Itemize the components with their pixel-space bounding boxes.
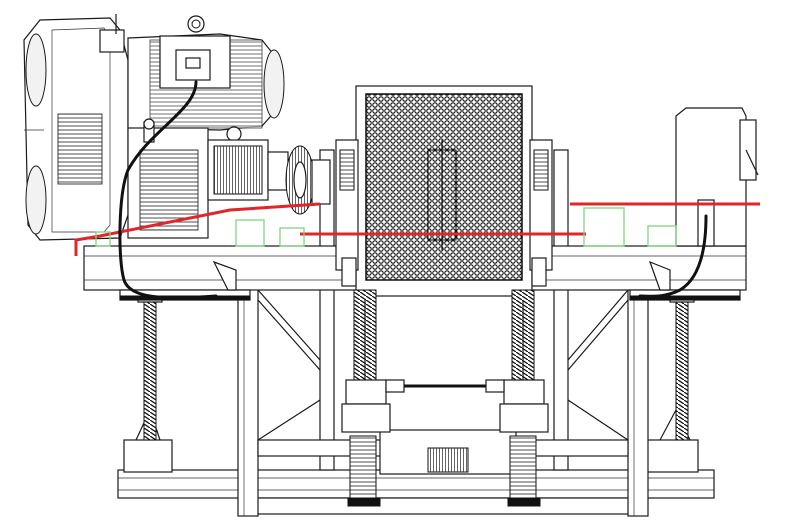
mounting-brackets — [212, 260, 671, 291]
connecting-shaft — [385, 379, 505, 393]
right-housing — [675, 107, 759, 247]
support-columns — [237, 149, 649, 517]
diagonal-bracing — [257, 289, 629, 475]
bearing-blocks — [335, 139, 553, 287]
right-actuator — [499, 289, 549, 507]
screen-panel — [355, 85, 533, 297]
gearbox — [23, 14, 129, 241]
left-actuator — [341, 289, 391, 507]
green-guides — [95, 207, 677, 247]
right-leveling-screw — [669, 291, 695, 441]
black-cables — [118, 80, 708, 300]
red-pipe — [74, 202, 760, 256]
coupling-motor — [127, 118, 331, 239]
drive-motor — [127, 15, 285, 131]
left-leveling-screw — [137, 291, 163, 441]
